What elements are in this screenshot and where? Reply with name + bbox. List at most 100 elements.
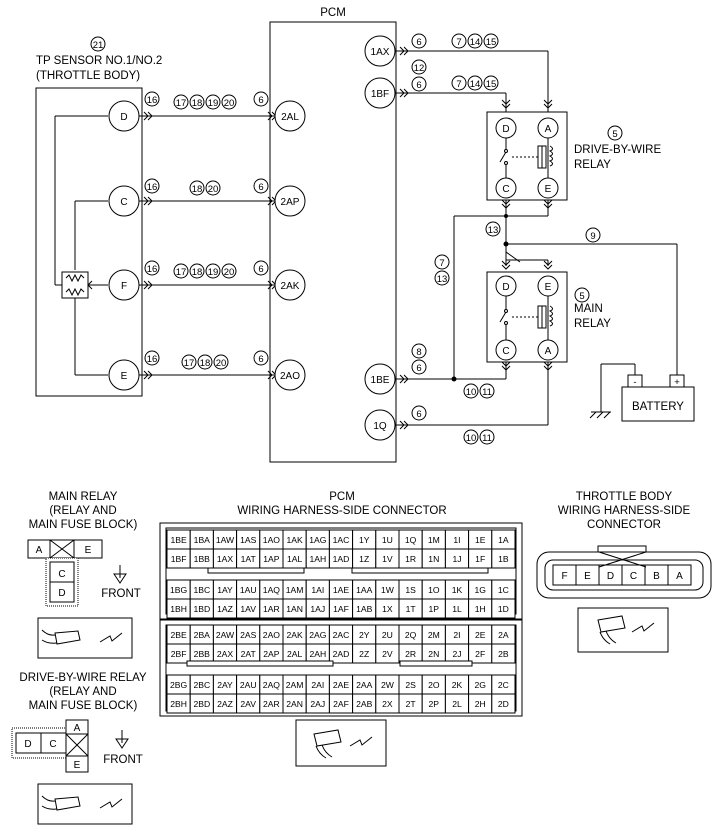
ref-q-b-0: 10: [466, 433, 477, 444]
connector-cell-label: 1AW: [216, 535, 235, 545]
connector-cell-label: 1D: [498, 604, 509, 614]
main-pin-e: E: [545, 282, 552, 293]
connector-cell: [491, 548, 516, 569]
connector-cell-label: 2AP: [263, 649, 280, 659]
pcm-pin-1be-label: 1BE: [371, 375, 390, 386]
pcm-plug-icon: [295, 719, 387, 767]
ref-f-mid-2: 19: [208, 267, 219, 278]
connector-cell-label: 1AR: [263, 604, 280, 614]
connector-cell-label: 2O: [428, 680, 440, 690]
connector-cell-label: 1BE: [170, 535, 187, 545]
connector-cell-label: 2BB: [194, 649, 211, 659]
ref-ax-b-2: 15: [486, 37, 497, 48]
dbw-relay-ref: 5: [612, 129, 617, 140]
connector-cell-label: 1AO: [263, 535, 281, 545]
connector-cell-label: 2D: [498, 699, 509, 709]
connector-cell-label: 2AB: [356, 699, 373, 709]
connector-cell-label: 1J: [452, 554, 461, 564]
connector-cell-label: 1AC: [333, 535, 350, 545]
connector-cell-label: 1AJ: [310, 604, 325, 614]
pcm-pin-1ax-label: 1AX: [371, 47, 390, 58]
ref-ax-a: 6: [416, 37, 421, 48]
connector-cell-label: 1AY: [217, 585, 233, 595]
connector-cell-label: 1U: [382, 535, 393, 545]
connector-cell-label: 1BG: [170, 585, 188, 595]
dbw-conn-front: FRONT: [103, 754, 143, 766]
throttle-body-connector: THROTTLE BODY WIRING HARNESS-SIDE CONNEC…: [536, 491, 712, 653]
connector-cell-label: 2M: [428, 630, 440, 640]
connector-cell-label: 1AI: [311, 585, 324, 595]
connector-cell-label: 2AZ: [217, 699, 233, 709]
connector-cell-label: 2AE: [333, 680, 350, 690]
main-relay-conn-title-2: MAIN FUSE BLOCK): [29, 519, 138, 531]
pcm-conn-title-1: WIRING HARNESS-SIDE CONNECTOR: [237, 505, 446, 517]
dbw-pin-c: C: [502, 184, 509, 195]
main-relay-ref: 5: [579, 291, 584, 302]
connector-cell-label: 1W: [381, 585, 395, 595]
ref-f-mid-0: 17: [176, 267, 187, 278]
main-conn-pin-c: C: [58, 569, 65, 580]
connector-cell: [491, 643, 516, 664]
connector-cell-label: 1AT: [241, 554, 257, 564]
ref-gap: 12: [414, 63, 425, 74]
ref-be-a: 6: [416, 363, 421, 374]
connector-cell-label: 2AG: [309, 630, 327, 640]
connector-cell-label: 1BB: [194, 554, 211, 564]
dbw-conn-pin-c: C: [49, 739, 56, 750]
connector-cell-label: 2X: [382, 699, 393, 709]
connector-cell-label: 1AZ: [217, 604, 233, 614]
connector-cell-label: 2Y: [359, 630, 370, 640]
right-wire-refs: 6 7 14 15 12 6 7 14 15 13 9 7 13 8 6 10 …: [411, 33, 601, 445]
main-relay-connector: MAIN RELAY (RELAY AND MAIN FUSE BLOCK) A…: [27, 491, 141, 659]
ref-ax-b-0: 7: [456, 37, 461, 48]
connector-cell-label: 1N: [428, 554, 439, 564]
connector-cell-label: 2AD: [333, 649, 350, 659]
main-relay-conn-title-0: MAIN RELAY: [49, 491, 118, 503]
connector-cell-label: 1BH: [170, 604, 187, 614]
ref-d-left: 16: [147, 95, 158, 106]
connector-cell-label: 2AF: [333, 699, 349, 709]
ref-f-mid-1: 18: [192, 267, 203, 278]
main-conn-pin-a: A: [36, 545, 43, 556]
pcm-pin-2al: [274, 100, 306, 132]
connector-cell-label: 2AQ: [263, 680, 281, 690]
ref-left-col-1: 13: [437, 274, 448, 285]
connector-cell-label: 2BF: [171, 649, 187, 659]
connector-cell-label: 2AA: [356, 680, 373, 690]
tb-pin-label: D: [607, 571, 614, 582]
connector-cell-label: 1AL: [287, 554, 303, 564]
ref-left-col-0: 7: [439, 258, 444, 269]
connector-cell-label: 2BE: [170, 630, 187, 640]
dbw-relay-connector: DRIVE-BY-WIRE RELAY (RELAY AND MAIN FUSE…: [11, 672, 147, 825]
connector-cell-label: 1A: [498, 535, 509, 545]
dbw-pin-e: E: [545, 184, 552, 195]
connector-cell-label: 1AD: [333, 554, 350, 564]
connector-cell: [491, 693, 516, 714]
dbw-relay-title: DRIVE-BY-WIRE: [574, 144, 661, 156]
tb-conn-title-0: THROTTLE BODY: [576, 491, 673, 503]
tp-sensor-box: 21 TP SENSOR NO.1/NO.2 (THROTTLE BODY): [35, 36, 162, 397]
connector-cell-label: 1AP: [263, 554, 280, 564]
connector-cell-label: 1B: [498, 554, 509, 564]
connector-cell-label: 2AY: [217, 680, 233, 690]
connector-cell-label: 1Z: [359, 554, 369, 564]
tp-sensor-internal: [54, 115, 108, 376]
ref-e-left: 16: [147, 354, 158, 365]
connector-cell-label: 1Y: [359, 535, 370, 545]
ref-bf-b-0: 7: [456, 79, 461, 90]
dbw-relay: D A C E 5 DRIVE-BY-WIRE RELAY: [486, 111, 661, 201]
pcm-pin-2ao: [274, 359, 306, 391]
connector-cell-label: 1AV: [240, 604, 256, 614]
ref-q-b-1: 11: [482, 433, 492, 444]
battery-label: BATTERY: [632, 401, 684, 413]
connector-cell-label: 2BA: [194, 630, 211, 640]
battery-pos: +: [674, 377, 680, 388]
dbw-conn-pin-a: A: [74, 723, 81, 734]
pcm-pin-2ap: [274, 185, 306, 217]
connector-cell-label: 2P: [429, 699, 440, 709]
connector-cell-label: 1AM: [286, 585, 304, 595]
connector-cell-label: 2AX: [217, 649, 234, 659]
connector-cell-label: 1BD: [193, 604, 210, 614]
